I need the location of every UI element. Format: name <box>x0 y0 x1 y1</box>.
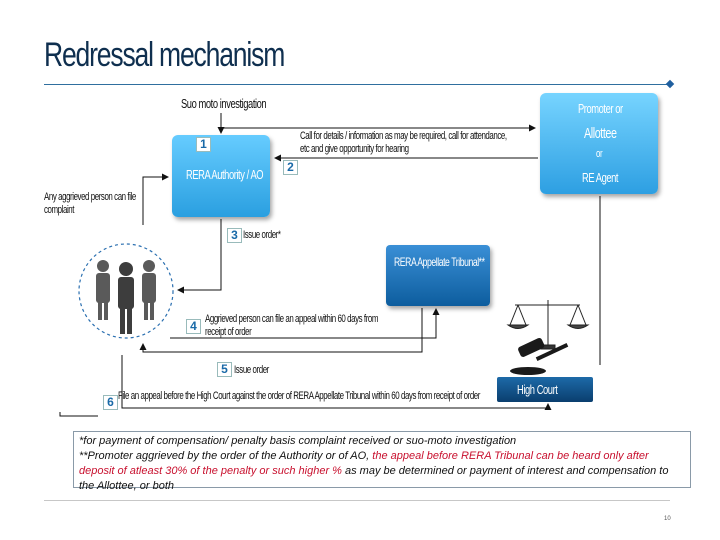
footnote-line2-highlight: the appeal before RERA Tribunal can be h… <box>79 450 649 477</box>
gavel-icon <box>510 337 569 375</box>
people-icon <box>96 260 156 334</box>
issue-order-arrow <box>177 219 222 294</box>
appeal-label-line1: Aggrieved person can file an appeal with… <box>205 313 379 325</box>
aggrieved-label-line2: complaint <box>44 204 75 216</box>
footnote-box: *for payment of compensation/ penalty ba… <box>73 431 691 492</box>
step-badge-1: 1 <box>196 137 211 152</box>
scales-of-justice-icon <box>506 300 590 350</box>
call-details-label-line1: Call for details / information as may be… <box>300 130 507 142</box>
footer-rule <box>44 500 670 501</box>
issue-order-label: Issue order <box>234 364 269 376</box>
rera-authority-box: RERA Authority / AO <box>172 135 270 217</box>
aggrieved-label-line1: Any aggrieved person can file <box>44 191 136 203</box>
rera-authority-label: RERA Authority / AO <box>186 167 264 182</box>
footnote-line2-start: **Promoter aggrieved by the order of the… <box>79 450 373 462</box>
footnote-line1: *for payment of compensation/ penalty ba… <box>79 435 517 447</box>
step-badge-6: 6 <box>103 395 118 410</box>
high-court-label: High Court <box>517 382 558 397</box>
rera-tribunal-label: RERA Appellate Tribunal** <box>394 255 485 269</box>
appeal-to-tribunal-arrow <box>170 308 440 339</box>
aggrieved-persons-circle <box>78 243 174 339</box>
appeal-to-high-court-arrow <box>121 355 552 410</box>
outer-loop-line <box>59 412 98 417</box>
promoter-label-line3: or <box>596 148 603 160</box>
authority-to-promoter-arrow <box>220 113 536 132</box>
page-title: Redressal mechanism <box>44 36 285 74</box>
step-badge-3: 3 <box>227 228 242 243</box>
page-number: 10 <box>664 516 671 522</box>
promoter-label-line2: Allottee <box>584 125 617 142</box>
promoter-label-line1: Promoter or <box>578 101 623 116</box>
rera-tribunal-box: RERA Appellate Tribunal** <box>386 245 490 306</box>
step-badge-4: 4 <box>186 319 201 334</box>
suo-moto-label: Suo moto investigation <box>181 96 267 111</box>
step-badge-2: 2 <box>283 160 298 175</box>
step-badge-5: 5 <box>217 362 232 377</box>
appeal-label-line2: receipt of order <box>205 326 252 338</box>
footnote-line2: **Promoter aggrieved by the order of the… <box>79 449 685 494</box>
complaint-to-authority-arrow <box>142 173 169 225</box>
issue-order-star-label: Issue order* <box>243 229 281 241</box>
promoter-label-line4: RE Agent <box>582 170 619 185</box>
title-rule <box>44 84 670 85</box>
footnote-line2-end: as may be determined or payment of inter… <box>79 465 669 492</box>
high-court-box: High Court <box>497 377 593 402</box>
tribunal-issue-order-arrow <box>139 308 423 353</box>
promoter-box: Promoter or Allottee or RE Agent <box>540 93 658 194</box>
file-appeal-hc-label: File an appeal before the High Court aga… <box>118 390 480 402</box>
call-details-label-line2: etc and give opportunity for hearing <box>300 143 409 155</box>
